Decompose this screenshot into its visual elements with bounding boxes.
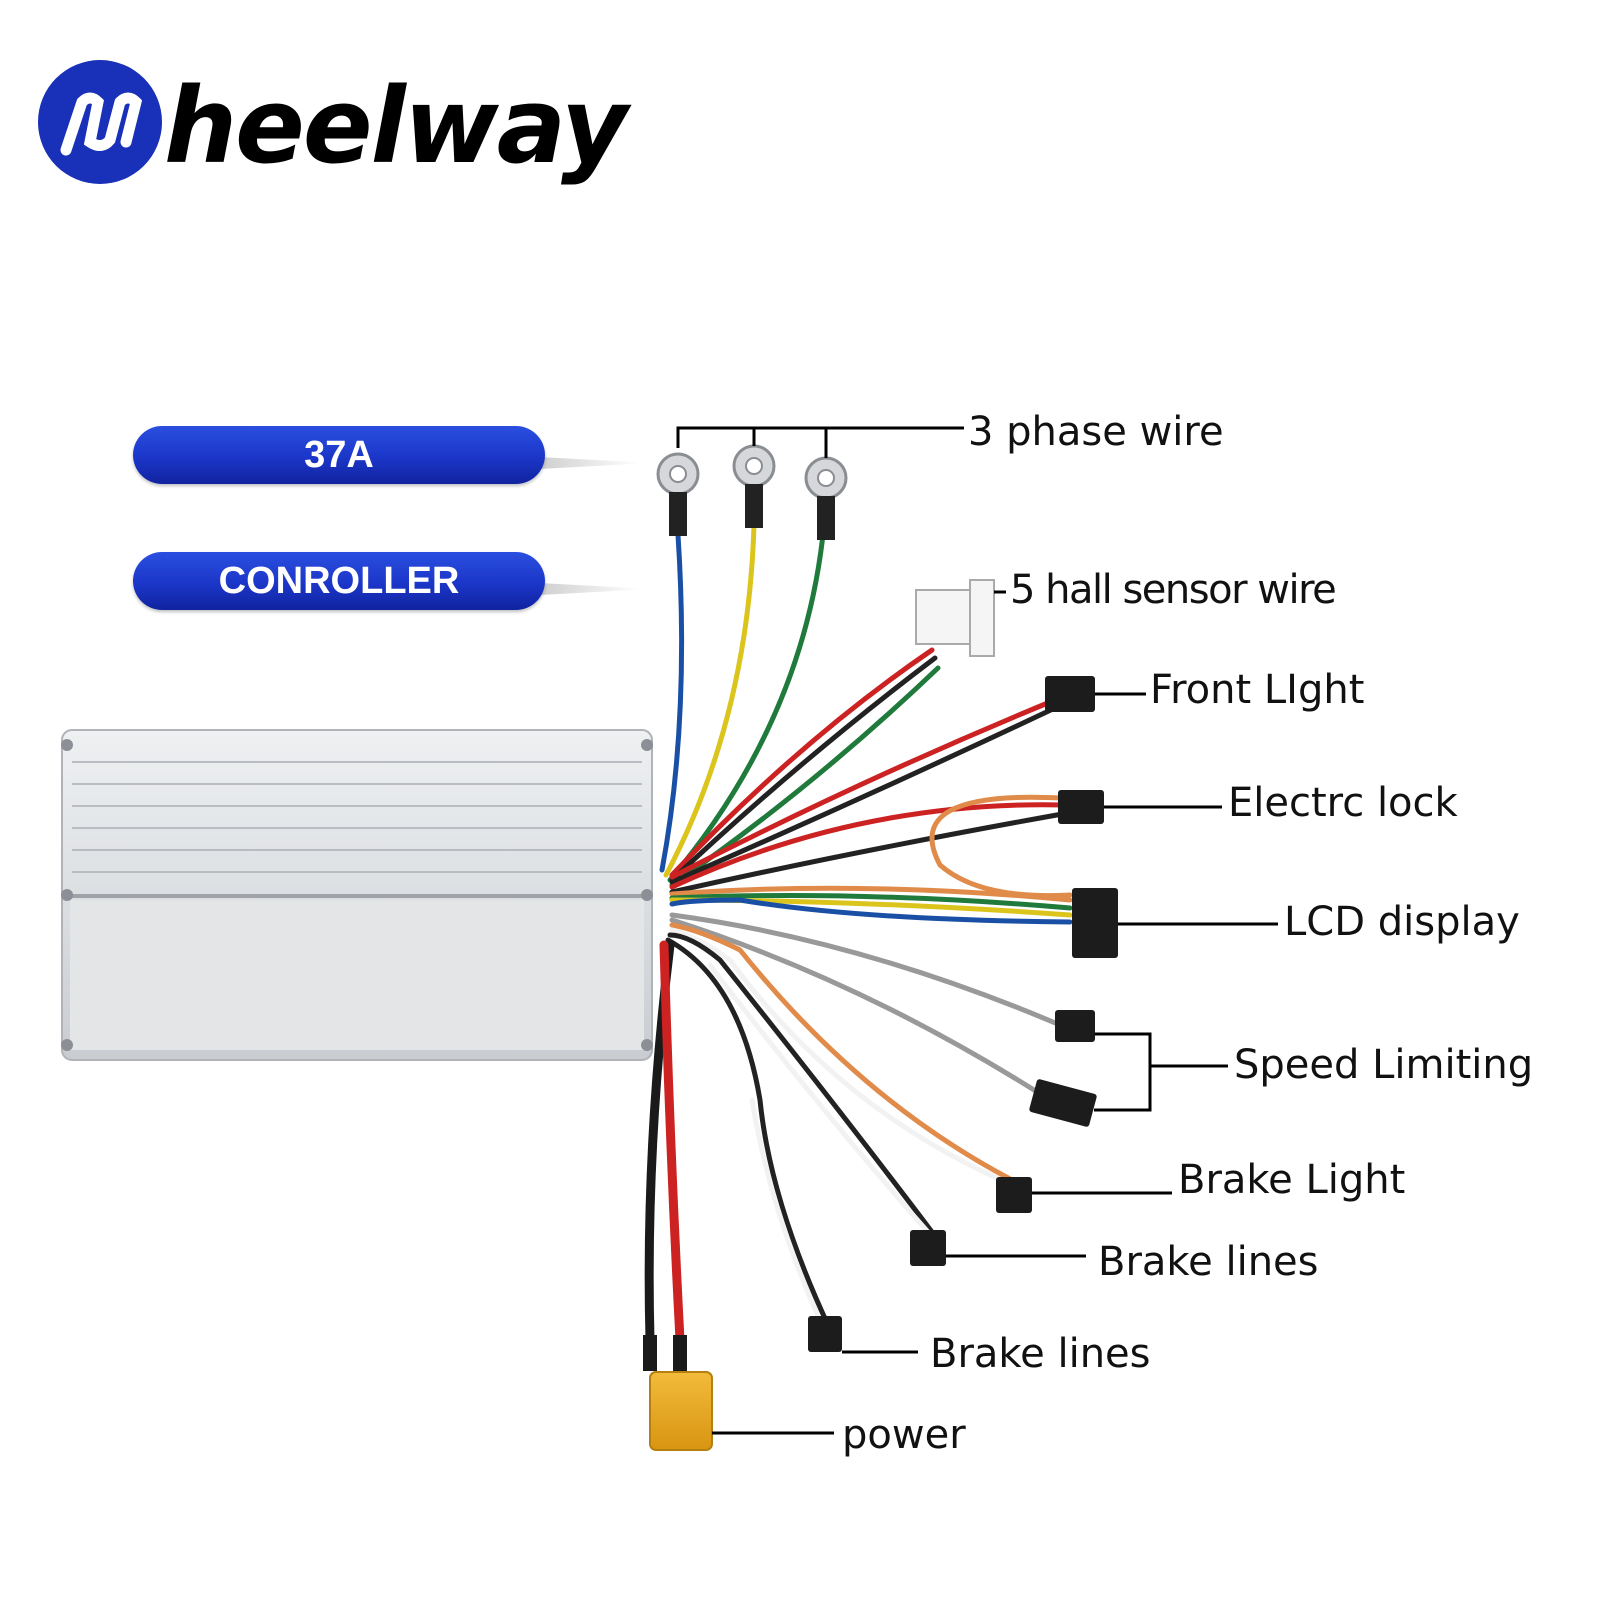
label-5-hall-sensor-wire: 5 hall sensor wire bbox=[1010, 567, 1337, 613]
label-electric-lock: Electrc lock bbox=[1228, 780, 1458, 826]
wheelway-logo: heelway bbox=[38, 60, 634, 187]
hall-sensor-connector bbox=[915, 579, 995, 657]
phase-ring-terminals bbox=[656, 444, 848, 540]
label-front-light: Front LIght bbox=[1150, 667, 1365, 713]
svg-text:heelway: heelway bbox=[164, 65, 632, 187]
brake-line-connector-2 bbox=[808, 1316, 842, 1352]
speed-limit-connector-2 bbox=[1029, 1079, 1097, 1127]
label-brake-lines-1: Brake lines bbox=[1098, 1239, 1319, 1285]
wheelway-logo-mark bbox=[38, 60, 162, 184]
label-power: power bbox=[842, 1412, 966, 1458]
xt60-power-connector bbox=[643, 1335, 713, 1451]
brake-line-connector-1 bbox=[910, 1230, 946, 1266]
label-brake-light: Brake Light bbox=[1178, 1157, 1406, 1203]
amperage-badge: 37A bbox=[133, 426, 545, 484]
lcd-connector bbox=[1072, 888, 1118, 958]
brake-light-connector bbox=[996, 1177, 1032, 1213]
label-brake-lines-2: Brake lines bbox=[930, 1331, 1151, 1377]
controller-housing bbox=[61, 729, 653, 1061]
power-wires bbox=[644, 940, 685, 1345]
controller-badge: CONROLLER bbox=[133, 552, 545, 610]
label-3-phase-wire: 3 phase wire bbox=[968, 409, 1224, 455]
callout-lines bbox=[676, 426, 1278, 1435]
wire-bundle bbox=[659, 522, 1073, 1328]
speed-limit-connector-1 bbox=[1055, 1010, 1095, 1042]
label-lcd-display: LCD display bbox=[1284, 899, 1520, 945]
label-speed-limiting: Speed Limiting bbox=[1234, 1042, 1534, 1088]
front-light-connector bbox=[1045, 676, 1095, 712]
jst-connectors bbox=[808, 676, 1118, 1352]
electric-lock-connector bbox=[1058, 790, 1104, 824]
